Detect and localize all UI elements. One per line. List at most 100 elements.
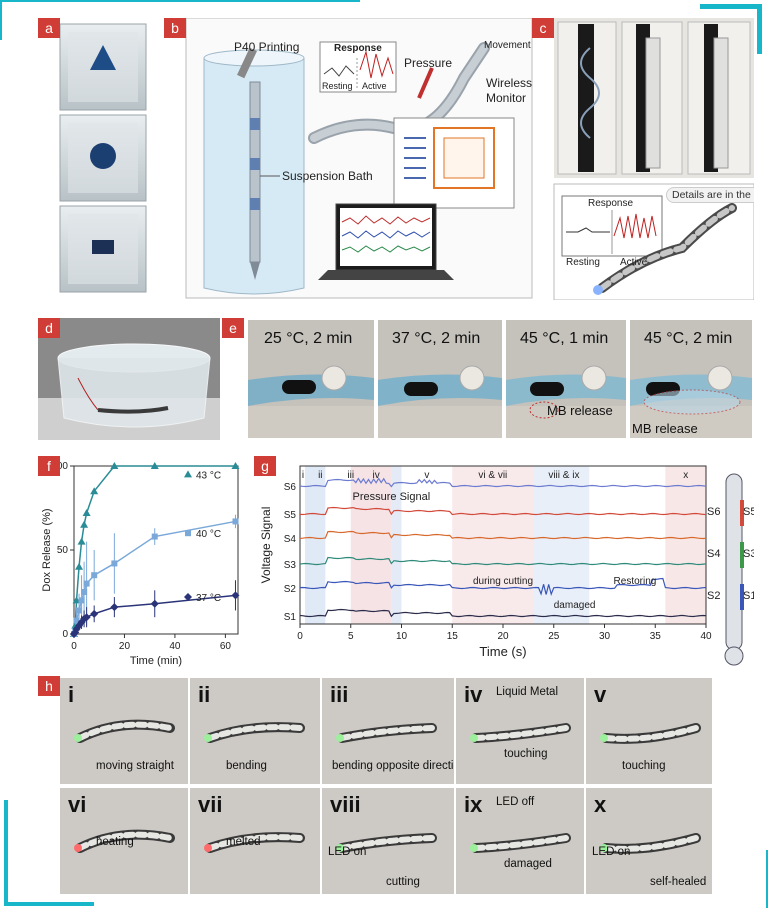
f-point-0-3 <box>75 562 84 570</box>
f-point-0-9 <box>150 462 159 469</box>
g-series-line-2 <box>299 530 707 540</box>
f-point-2-6 <box>82 613 91 622</box>
panel-e-frame-3: 45 °C, 1 min <box>520 330 609 347</box>
g-series-line-1 <box>299 506 707 516</box>
g-phase-label-4: v <box>424 470 429 481</box>
f-xlabel: Time (min) <box>130 655 182 667</box>
g-annotation-2: damaged <box>554 600 596 611</box>
panel-h-photo-vii <box>190 788 320 894</box>
panel-e-photos <box>248 320 752 438</box>
panel-e-release-1: MB release <box>547 403 613 418</box>
panel-h-roman-ix: ix <box>464 792 483 817</box>
panel-b-pressure: Pressure <box>404 56 453 70</box>
f-legend-marker-0 <box>184 470 192 478</box>
panel-g-body-s1: S1 <box>743 590 754 602</box>
g-series-line-5 <box>299 608 707 618</box>
g-xtick-label-8: 40 <box>700 631 712 642</box>
f-point-0-8 <box>110 462 119 469</box>
f-point-2-7 <box>90 609 99 618</box>
f-point-2-10 <box>231 591 240 600</box>
panel-e-release-2: MB release <box>632 421 698 436</box>
frame-corner-bl-v <box>4 800 8 906</box>
panel-c-response: Response <box>588 198 634 209</box>
panel-h-roman-ii: ii <box>198 682 211 707</box>
panel-b-wireless: Wireless <box>486 76 533 90</box>
panel-g-body-s2: S2 <box>707 590 721 602</box>
panel-g-body-s5: S5 <box>743 506 754 518</box>
panel-d: d <box>38 318 220 440</box>
panel-h-caption-viii: LED on <box>328 846 367 858</box>
panel-h-photo-iii <box>322 678 454 784</box>
f-legend-label-0: 43 °C <box>196 470 221 481</box>
panel-a: a <box>38 18 162 300</box>
g-xtick-label-6: 30 <box>599 631 611 642</box>
f-xtick-label-1: 20 <box>119 641 131 652</box>
g-phase-label-3: iv <box>373 470 380 481</box>
panel-h-roman-x: x <box>594 792 607 817</box>
frame-corner-br-v <box>766 850 768 908</box>
panel-b-movement: Movement <box>484 40 531 51</box>
frame-corner-tr-v <box>757 4 762 54</box>
f-point-2-4 <box>77 618 86 627</box>
g-phase-label-2: iii <box>347 470 354 481</box>
panel-c-label: c <box>532 18 554 38</box>
panel-b-monitor: Monitor <box>486 91 527 105</box>
f-point-0-10 <box>231 462 240 469</box>
g-series-label-1: S5 <box>284 510 297 521</box>
f-point-1-3 <box>76 607 83 614</box>
f-point-1-4 <box>78 597 85 604</box>
panel-g-body-diagram <box>724 473 744 666</box>
panel-h-caption-iii: bending opposite direction <box>332 760 454 772</box>
panel-b-schematic <box>185 18 533 299</box>
panel-b-printing: P40 Printing <box>234 40 300 54</box>
f-point-1-9 <box>151 533 158 540</box>
panel-b-label: b <box>164 18 186 38</box>
f-point-1-10 <box>232 518 239 525</box>
panel-g-label: g <box>254 456 276 476</box>
panel-h-caption-v: touching <box>622 760 666 772</box>
f-point-1-2 <box>73 617 80 624</box>
g-series-label-5: S1 <box>284 612 297 623</box>
g-xtick-label-4: 20 <box>497 631 509 642</box>
f-point-0-4 <box>77 537 86 545</box>
g-series-label-2: S4 <box>284 534 297 545</box>
f-legend-label-2: 37 °C <box>196 593 221 604</box>
panel-h-roman-vi: vi <box>68 792 87 817</box>
g-phase-label-5: vi & vii <box>478 470 507 481</box>
panel-b: b <box>164 18 534 300</box>
panel-a-label: a <box>38 18 60 38</box>
f-legend-marker-2 <box>184 593 192 602</box>
panel-h-label: h <box>38 676 60 696</box>
panel-h-caption-vii: melted <box>226 836 261 848</box>
g-phase-band-4 <box>533 466 590 624</box>
g-xtick-label-0: 0 <box>297 631 303 642</box>
panel-h-photo-x <box>586 788 712 894</box>
panel-e-label: e <box>222 318 244 338</box>
panel-c-tooltip: Details are in the c <box>666 187 754 203</box>
panel-h-photo-iv <box>456 678 584 784</box>
panel-h-caption-ix: LED off <box>496 796 535 808</box>
f-point-1-7 <box>91 572 98 579</box>
g-series-line-4 <box>299 577 707 597</box>
panel-b-bath: Suspension Bath <box>282 169 373 183</box>
g-series-label-3: S3 <box>284 560 297 571</box>
panel-a-cubes <box>59 23 147 293</box>
g-phase-label-6: viii & ix <box>548 470 579 481</box>
panel-h-caption2-iv: touching <box>504 748 548 760</box>
panel-d-photo <box>38 318 220 440</box>
panel-h-caption-iv: Liquid Metal <box>496 686 559 698</box>
g-phase-label-7: x <box>683 470 688 481</box>
panel-e: e <box>222 318 752 440</box>
panel-g-body-s3: S3 <box>743 548 754 560</box>
panel-h-roman-i: i <box>68 682 75 707</box>
panel-h-caption2-ix: damaged <box>504 858 552 870</box>
g-xtick-label-5: 25 <box>548 631 560 642</box>
panel-e-frame-1: 25 °C, 2 min <box>264 330 353 347</box>
